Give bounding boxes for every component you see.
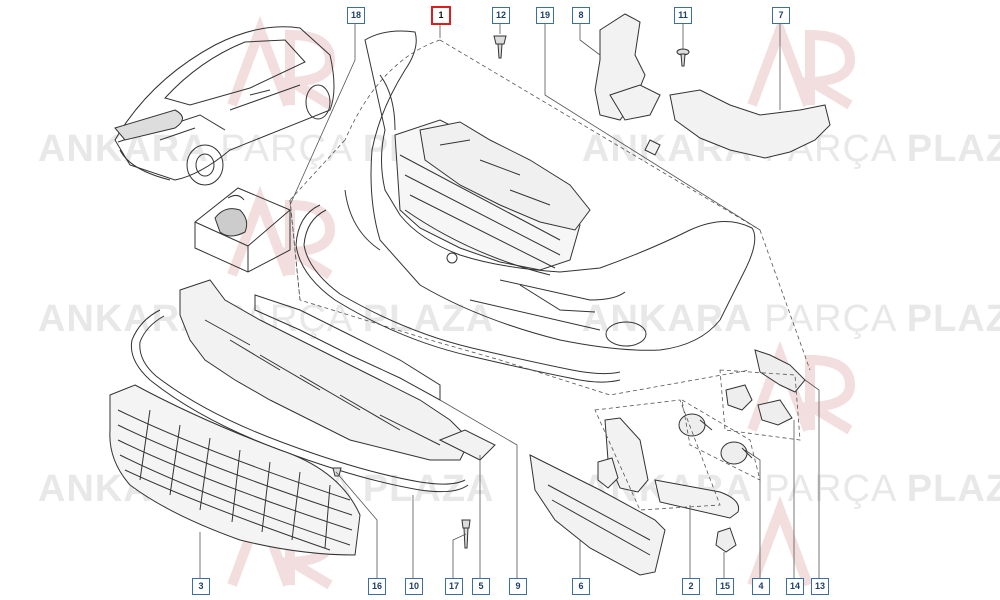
callout-10[interactable]: 10 bbox=[405, 578, 423, 595]
callout-19[interactable]: 19 bbox=[536, 7, 554, 24]
callout-3[interactable]: 3 bbox=[192, 578, 210, 595]
callout-16[interactable]: 16 bbox=[368, 578, 386, 595]
lower-lip-strip bbox=[295, 204, 621, 383]
lower-grille-insert bbox=[529, 454, 666, 576]
small-clip bbox=[715, 527, 737, 553]
bumper-brackets bbox=[725, 349, 806, 426]
fog-lamps bbox=[678, 413, 753, 465]
callout-2[interactable]: 2 bbox=[682, 578, 700, 595]
front-grille bbox=[109, 384, 361, 556]
upper-right-brackets bbox=[594, 13, 831, 159]
callout-12[interactable]: 12 bbox=[492, 7, 510, 24]
callout-11[interactable]: 11 bbox=[674, 7, 692, 24]
callout-1-highlighted[interactable]: 1 bbox=[431, 6, 451, 25]
callout-4[interactable]: 4 bbox=[752, 578, 770, 595]
lower-beam bbox=[179, 279, 496, 461]
clip-kit-box bbox=[194, 187, 291, 273]
leader-lines bbox=[199, 22, 820, 580]
callout-8[interactable]: 8 bbox=[572, 7, 590, 24]
screws bbox=[332, 35, 690, 549]
callout-13[interactable]: 13 bbox=[811, 578, 829, 595]
callout-17[interactable]: 17 bbox=[445, 578, 463, 595]
dashed-assembly-lines bbox=[289, 39, 811, 511]
callout-7[interactable]: 7 bbox=[772, 7, 790, 24]
callout-14[interactable]: 14 bbox=[786, 578, 804, 595]
callout-18[interactable]: 18 bbox=[347, 7, 365, 24]
callout-5[interactable]: 5 bbox=[472, 578, 490, 595]
callout-9[interactable]: 9 bbox=[509, 578, 527, 595]
car-illustration bbox=[114, 26, 335, 186]
upper-shield bbox=[419, 121, 591, 231]
callout-15[interactable]: 15 bbox=[716, 578, 734, 595]
callout-6[interactable]: 6 bbox=[572, 578, 590, 595]
spoiler-strip bbox=[130, 309, 469, 493]
fog-lamp-trims bbox=[597, 417, 740, 519]
